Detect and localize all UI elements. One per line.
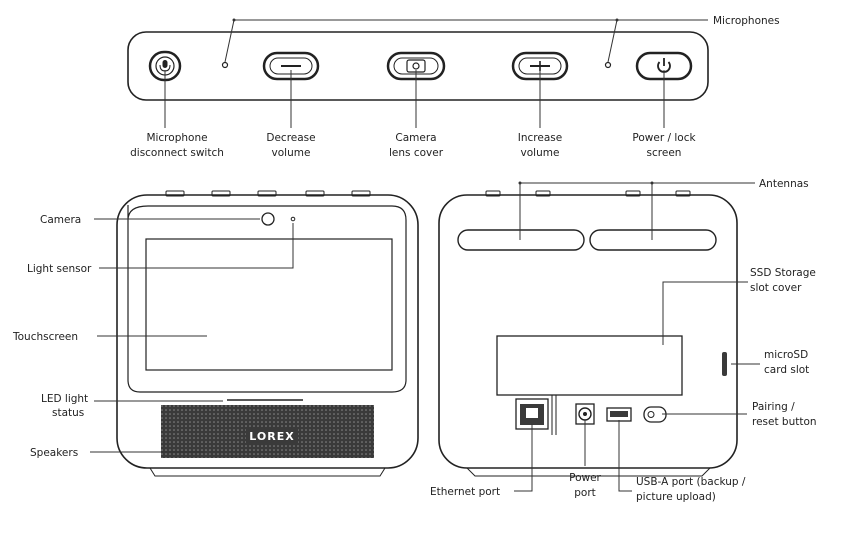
- label-speakers: Speakers: [30, 447, 78, 459]
- label-ssd-2: slot cover: [750, 282, 802, 294]
- top-strip-outline: [127, 31, 709, 101]
- label-microsd-2: card slot: [764, 364, 809, 376]
- label-increase-1: Increase: [518, 132, 562, 144]
- label-camera: Camera: [40, 214, 81, 226]
- label-mic-switch-1: Microphone: [146, 132, 207, 144]
- label-pairing-1: Pairing /: [752, 401, 795, 413]
- label-power-port-2: port: [574, 487, 596, 499]
- brand-logo: LOREX: [249, 430, 294, 443]
- microphone-hole-right: [604, 61, 612, 69]
- back-view: [438, 181, 760, 492]
- front-bezel: [127, 204, 407, 393]
- power-icon: [657, 58, 671, 73]
- top-view: [127, 18, 709, 128]
- front-stand: [149, 467, 386, 477]
- label-power-1: Power / lock: [632, 132, 696, 144]
- label-camera-cover-1: Camera: [395, 132, 436, 144]
- back-stand: [465, 467, 712, 477]
- label-decrease-1: Decrease: [266, 132, 315, 144]
- label-ethernet: Ethernet port: [430, 486, 500, 498]
- camera-lens: [261, 212, 275, 226]
- label-light-sensor: Light sensor: [27, 263, 92, 275]
- label-led-2: status: [52, 407, 84, 419]
- label-ssd-1: SSD Storage: [750, 267, 816, 279]
- label-mic-switch-2: disconnect switch: [130, 147, 224, 159]
- label-usb-1: USB-A port (backup /: [636, 476, 746, 488]
- antenna-left: [457, 229, 585, 251]
- label-touchscreen: Touchscreen: [12, 331, 78, 343]
- label-led-1: LED light: [41, 393, 88, 405]
- label-microsd-1: microSD: [764, 349, 808, 361]
- back-housing: [438, 194, 738, 469]
- microsd-slot: [722, 352, 727, 376]
- label-increase-2: volume: [521, 147, 560, 159]
- label-pairing-2: reset button: [752, 416, 817, 428]
- label-camera-cover-2: lens cover: [389, 147, 444, 159]
- light-sensor: [290, 216, 296, 222]
- label-power-2: screen: [647, 147, 682, 159]
- label-usb-2: picture upload): [636, 491, 716, 503]
- microphone-hole-left: [221, 61, 229, 69]
- label-microphones: Microphones: [713, 15, 780, 27]
- touchscreen: [145, 238, 393, 371]
- usb-a-port: [606, 407, 632, 422]
- label-antennas: Antennas: [759, 178, 809, 190]
- plus-icon: [530, 61, 550, 71]
- front-view: LOREX: [90, 190, 419, 477]
- antenna-right: [589, 229, 717, 251]
- label-decrease-2: volume: [272, 147, 311, 159]
- ssd-slot-cover: [496, 335, 683, 396]
- label-power-port-1: Power: [569, 472, 601, 484]
